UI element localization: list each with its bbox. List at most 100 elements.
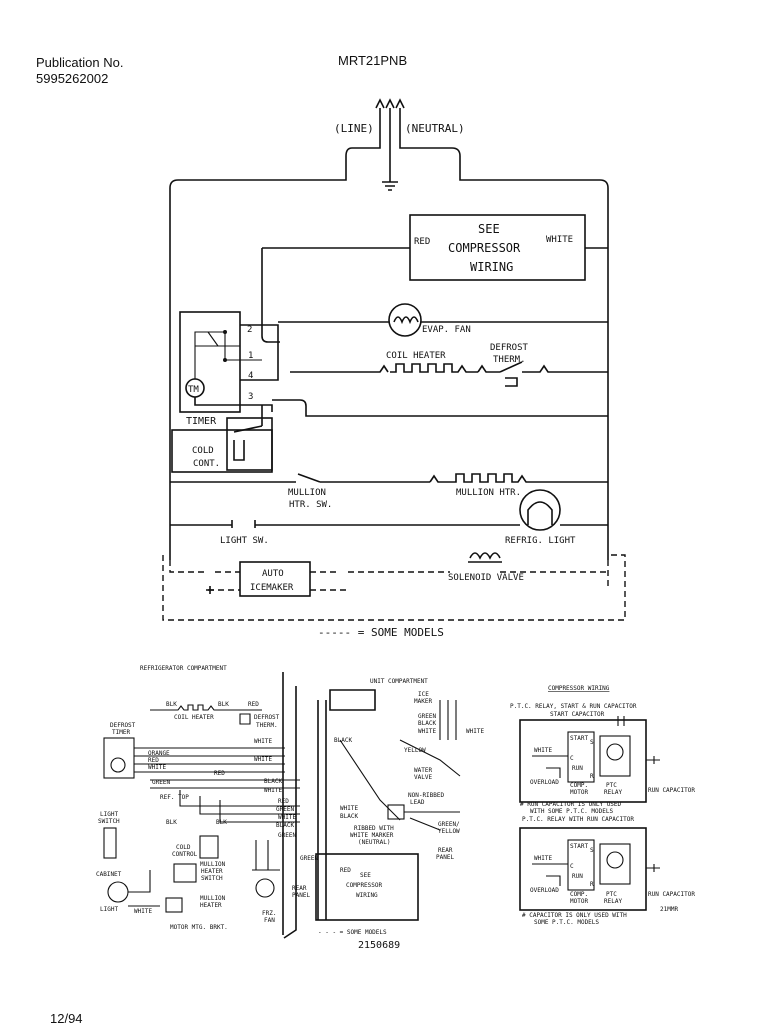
wiring-frz-fan-label-2: FAN [264, 917, 275, 924]
comp-run-label-1: RUN [572, 765, 583, 772]
wiring-black-label-3: BLACK [334, 737, 352, 744]
wiring-blk-label-1: BLK [166, 701, 177, 708]
comp-sym-c-2: C [570, 863, 574, 870]
mullion-htr-label: MULLION HTR. [456, 488, 521, 498]
publication-number: 5995262002 [36, 71, 109, 86]
neutral-bus [399, 140, 609, 560]
ptc-relay-start-run-label: P.T.C. RELAY, START & RUN CAPACITOR [510, 703, 637, 710]
schematic-diagram: (LINE) (NEUTRAL) SEE COMPRESSOR WIRING R… [162, 98, 626, 639]
refrigerator-compartment-outline [282, 672, 297, 939]
footer-date: 12/94 [50, 1011, 83, 1026]
wiring-defrost-therm-label-2: THERM. [256, 722, 278, 729]
wiring-ribbed-label-1: RIBBED WITH [354, 825, 394, 832]
comp-sym-r-2: R [590, 881, 594, 888]
timer-label: TIMER [186, 416, 217, 427]
terminal-2-label: 2 [247, 325, 252, 335]
wiring-light-switch-label-1: LIGHT [100, 811, 118, 818]
wiring-blk-label-4: BLK [216, 819, 227, 826]
compressor-box-line-2: COMPRESSOR [448, 241, 521, 255]
wiring-red-label-5: RED [340, 867, 351, 874]
wiring-white-label-8: WHITE [466, 728, 484, 735]
cold-cont-label-1: COLD [192, 446, 214, 456]
neutral-label: (NEUTRAL) [405, 122, 465, 135]
wiring-black-label-2: BLACK [276, 822, 294, 829]
coil-heater-label: COIL HEATER [386, 351, 446, 361]
wiring-freezer-fan-icon [255, 878, 275, 898]
wiring-white-label-7: WHITE [418, 728, 436, 735]
unit-compartment-title: UNIT COMPARTMENT [370, 678, 428, 685]
wiring-see-compressor-label-3: WIRING [356, 892, 378, 899]
wiring-white-label-4: WHITE [264, 787, 282, 794]
overload-label-2: OVERLOAD [530, 887, 559, 894]
note-1a: # RUN CAPACITOR IS ONLY USED [520, 801, 622, 808]
compressor-wiring-diagrams: COMPRESSOR WIRING P.T.C. RELAY, START & … [510, 685, 695, 926]
wiring-mullion-switch-label-1: MULLION [200, 861, 226, 868]
wiring-green-label-3: GREEN [278, 832, 296, 839]
drawing-number: 2150689 [358, 940, 400, 951]
mullion-htr-sw-label-2: HTR. SW. [289, 500, 332, 510]
wiring-mullion-heater-label-2: HEATER [200, 902, 222, 909]
compressor-diagram-1-frame [519, 719, 647, 803]
comp-motor-2-box [567, 839, 595, 891]
wiring-terminal-block [387, 804, 405, 820]
wiring-ribbed-label-2: WHITE MARKER [350, 832, 394, 839]
wiring-blk-label-3: BLK [166, 819, 177, 826]
comp-start-label-1: START [570, 735, 588, 742]
timer-motor-label: TM [188, 385, 199, 395]
wiring-black-label-1: BLACK [264, 778, 282, 785]
comp-sym-r-1: R [590, 773, 594, 780]
compressor-box-line-3: WIRING [470, 260, 513, 274]
wiring-red-label-1: RED [248, 701, 259, 708]
wiring-white-label-9: WHITE [340, 805, 358, 812]
wiring-ice-maker-label-1: ICE [418, 691, 429, 698]
solenoid-valve-label: SOLENOID VALVE [448, 573, 524, 583]
wiring-rear-panel-label-2: PANEL [436, 854, 454, 861]
wiring-white-label-6: WHITE [134, 908, 152, 915]
wiring-cabinet-light-label-2: LIGHT [100, 906, 118, 913]
defrost-therm-switch [477, 361, 608, 387]
wiring-water-valve-label-2: VALVE [414, 774, 432, 781]
wiring-water-valve-label-1: WATER [414, 767, 432, 774]
note-1b: WITH SOME P.T.C. MODELS [530, 808, 613, 815]
refrigerator-compartment-title: REFRIGERATOR COMPARTMENT [140, 665, 227, 672]
ptc-relay-label-1b: RELAY [604, 789, 622, 796]
wiring-ref-top-label: REF. TOP [160, 794, 189, 801]
terminal-1-label: 1 [248, 351, 253, 361]
compressor-white-label: WHITE [546, 235, 573, 245]
solenoid-valve-coil [468, 552, 502, 563]
terminal-3-label: 3 [248, 392, 253, 402]
wiring-green-label-4: GREEN [418, 713, 436, 720]
wiring-defrost-timer-label-1: DEFROST [110, 722, 136, 729]
power-plug-icon [375, 98, 405, 191]
wiring-defrost-therm-label-1: DEFROST [254, 714, 280, 721]
wiring-mullion-heater-label-1: MULLION [200, 895, 226, 902]
wiring-motor-mtg-brkt-label: MOTOR MTG. BRKT. [170, 924, 228, 931]
cold-control-inner [226, 417, 273, 471]
wiring-white-label-1: WHITE [254, 738, 272, 745]
line-label: (LINE) [334, 122, 374, 135]
compressor-red-label: RED [414, 237, 430, 247]
wiring-red-label-3: RED [214, 770, 225, 777]
defrost-therm-label-2: THERM. [493, 355, 526, 365]
wiring-defrost-timer-label-2: TIMER [112, 729, 130, 736]
comp-motor-1-box [567, 731, 595, 783]
wiring-mullion-switch-label-2: HEATER [201, 868, 223, 875]
light-sw-label: LIGHT SW. [220, 536, 269, 546]
cold-cont-label-2: CONT. [193, 459, 220, 469]
wiring-cabinet-light-icon [107, 881, 129, 903]
comp-start-label-2: START [570, 843, 588, 850]
start-capacitor-label: START CAPACITOR [550, 711, 605, 718]
wiring-green-label-2: GREEN [276, 806, 294, 813]
wiring-green-label-5: GREEN [300, 855, 318, 862]
note-2b: SOME P.T.C. MODELS [534, 919, 599, 926]
wiring-defrost-timer [103, 737, 135, 779]
ptc-relay-label-2a: PTC [606, 891, 617, 898]
wiring-red-label-4: RED [278, 798, 289, 805]
ptc-relay-label-1a: PTC [606, 782, 617, 789]
wiring-orange-label: ORANGE [148, 750, 170, 757]
compressor-diagram-2-frame [519, 827, 647, 911]
mullion-htr-sw-label-1: MULLION [288, 488, 326, 498]
ptc-relay-2-box [599, 843, 631, 885]
wiring-timer-motor-icon [110, 757, 126, 773]
